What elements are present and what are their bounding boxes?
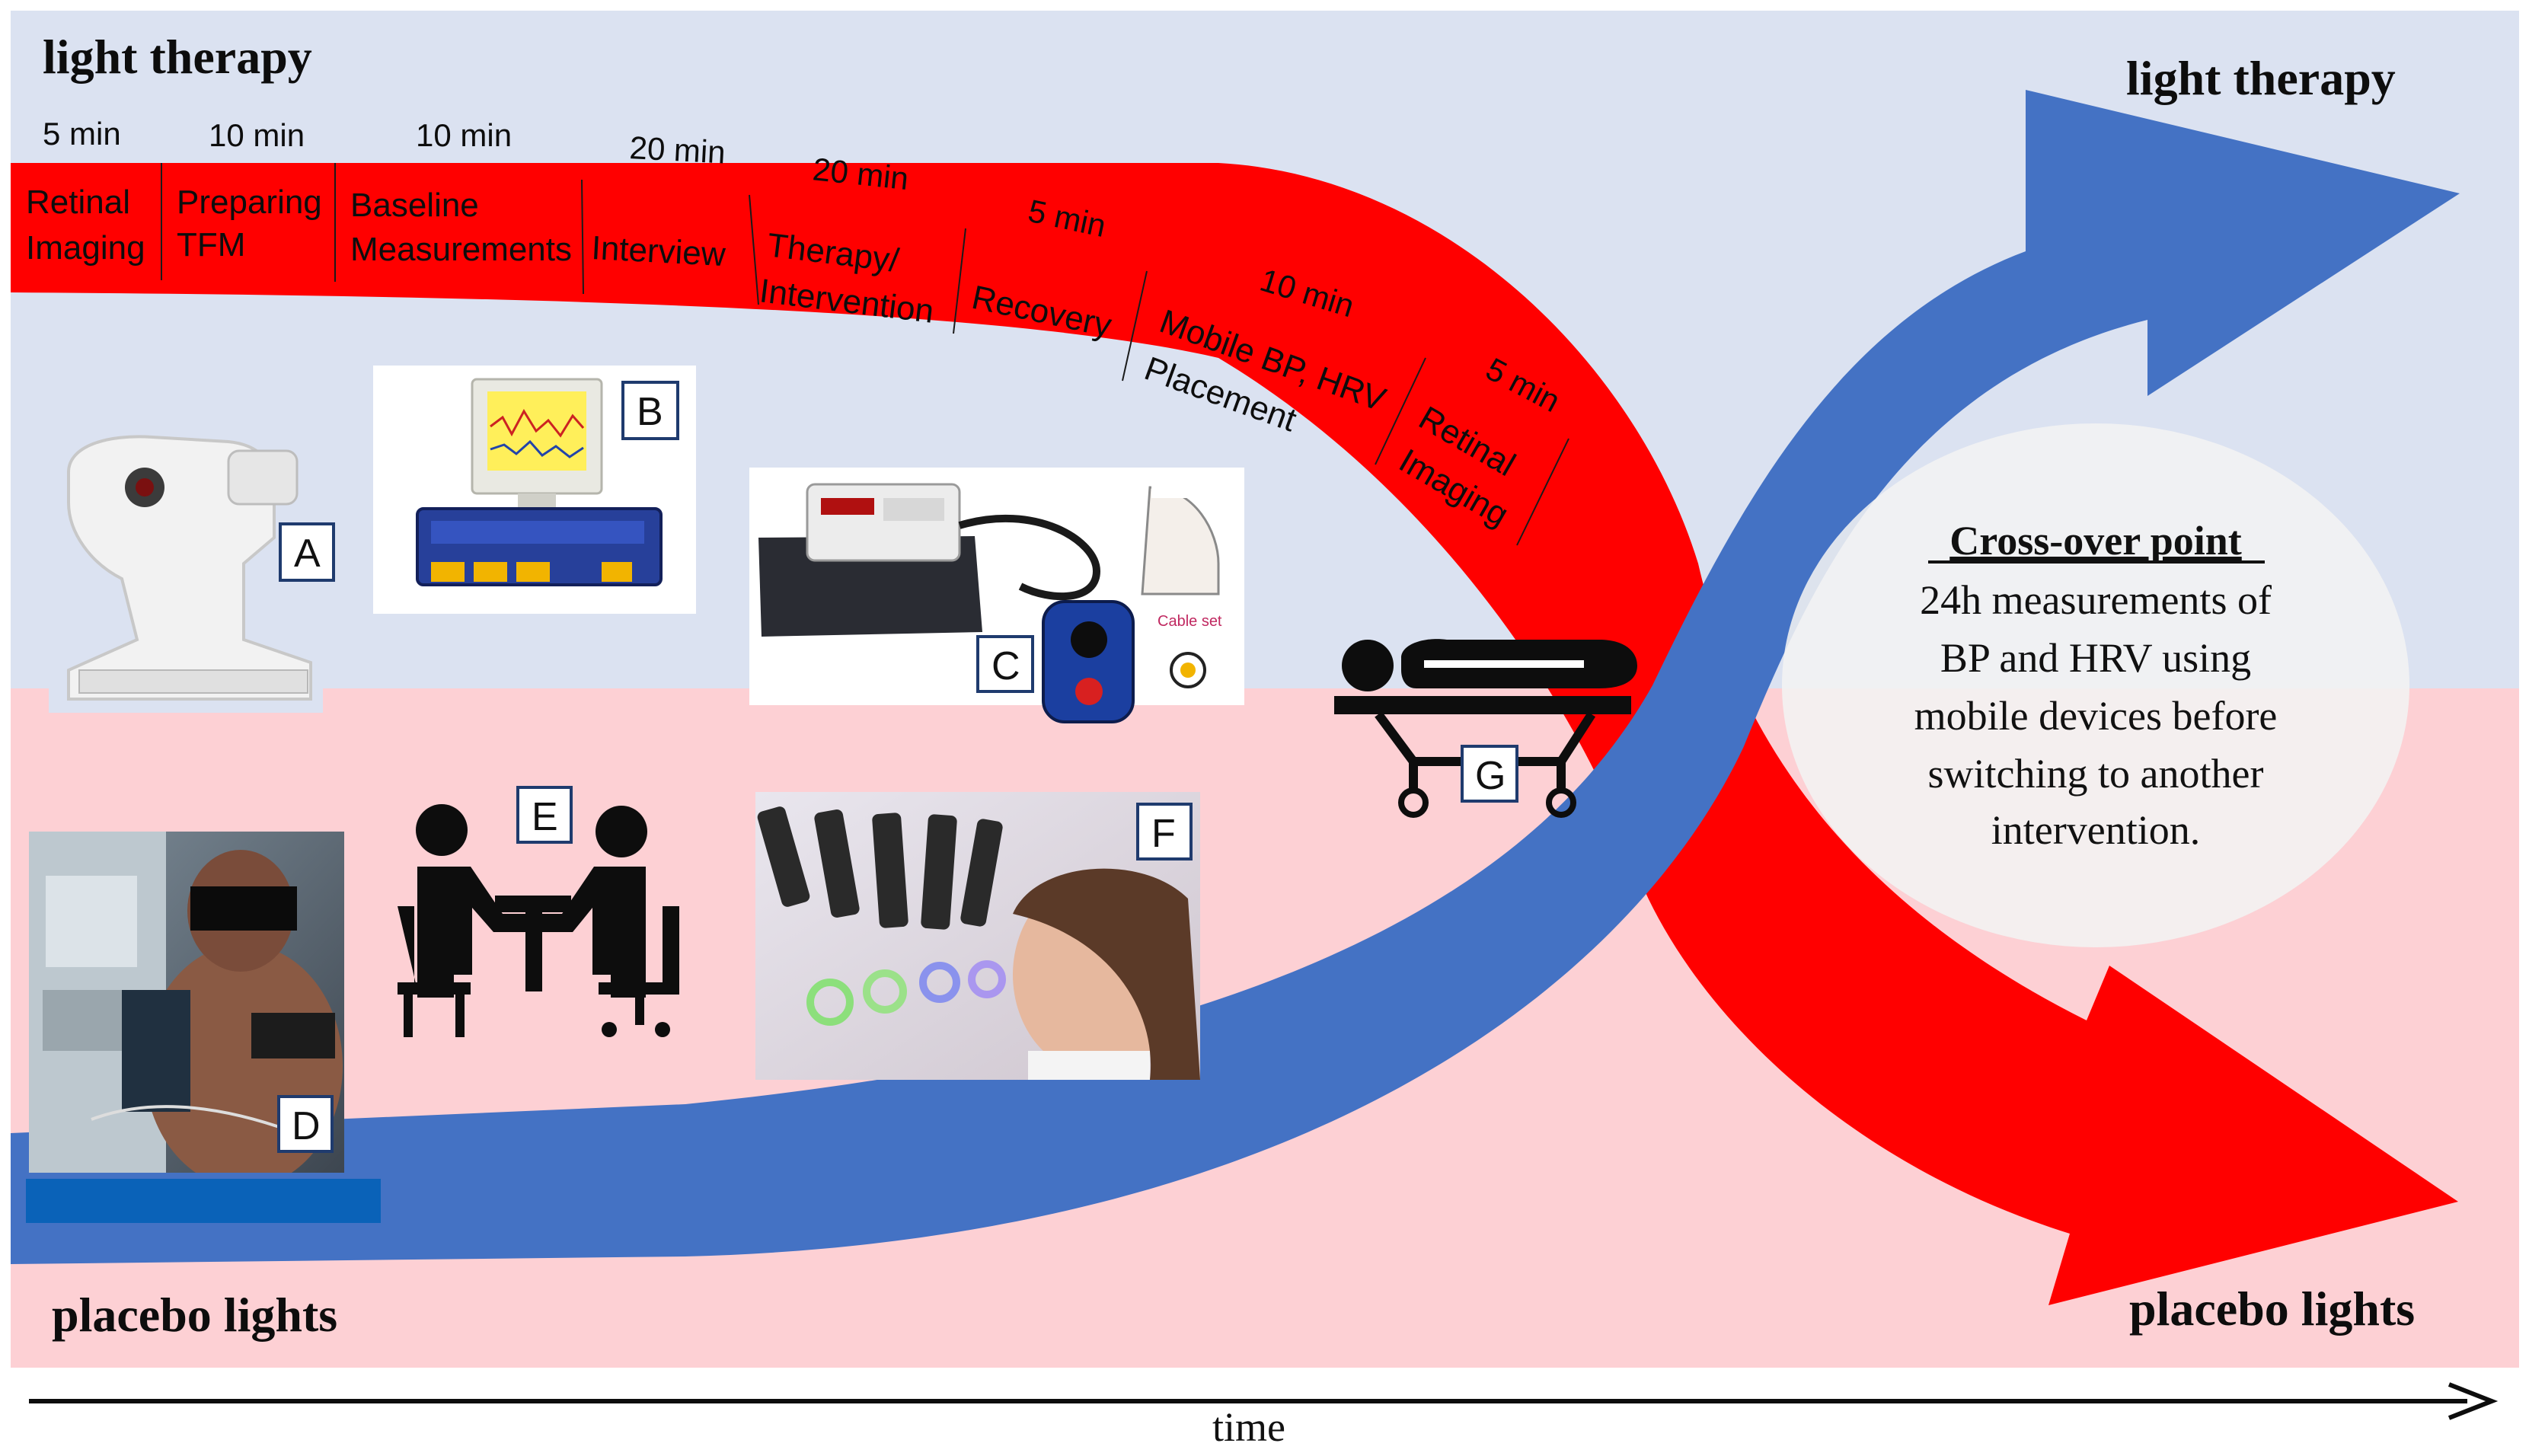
top-right-group-label: light therapy: [2126, 51, 2396, 105]
panel-d-patient-photo: D: [29, 832, 344, 1173]
step-baseline-line1: Baseline: [350, 187, 479, 224]
panel-g-letter: G: [1475, 754, 1506, 798]
panel-e-letter: E: [532, 795, 558, 839]
panel-e-interview-icon: E: [398, 786, 679, 1037]
crossover-line-5: intervention.: [1991, 807, 2200, 853]
crossover-line-3: mobile devices before: [1914, 693, 2278, 739]
panel-a-letter-box: [279, 522, 335, 582]
duration-preparing-tfm: 10 min: [209, 117, 305, 153]
crossover-line-2: BP and HRV using: [1940, 635, 2251, 681]
panel-b-monitoring-device: B: [373, 366, 696, 614]
time-axis-arrowhead: [2448, 1382, 2499, 1420]
blue-timeline-arrow: [11, 90, 2460, 1264]
bottom-right-group-label: placebo lights: [2129, 1282, 2415, 1336]
panel-b-letter-box: [621, 381, 679, 440]
panel-g-stretcher-icon: G: [1334, 639, 1637, 818]
panel-f-letter: F: [1151, 812, 1176, 856]
panel-c-caption: Cable set: [1158, 613, 1222, 630]
step-retinal-imaging-1-line1: Retinal: [26, 184, 130, 221]
placebo-start-bar: [26, 1179, 381, 1223]
panel-d-letter: D: [292, 1104, 321, 1148]
step-baseline-line2: Measurements: [350, 231, 572, 268]
panel-d-letter-box: [277, 1095, 334, 1153]
panel-b-letter: B: [637, 390, 663, 434]
crossover-line-1: 24h measurements of: [1920, 577, 2272, 623]
panel-c-tfm-device: Cable set C: [749, 468, 1244, 723]
red-timeline-arrow: [11, 163, 2458, 1305]
step-interview-line1: Interview: [590, 229, 726, 273]
panel-f-light-therapy-photo: F: [755, 792, 1200, 1080]
crossover-callout: Cross-over point 24h measurements of BP …: [1782, 423, 2409, 947]
panel-f-letter-box: [1136, 803, 1193, 861]
step-preparing-tfm-line2: TFM: [177, 226, 245, 263]
crossover-line-4: switching to another: [1928, 751, 2264, 797]
panel-g-letter-box: [1461, 745, 1518, 803]
duration-retinal-imaging-1: 5 min: [43, 116, 121, 152]
crossover-title: Cross-over point: [1949, 518, 2242, 564]
step-separators: [161, 163, 1569, 546]
panel-a-letter: A: [294, 532, 321, 576]
duration-interview: 20 min: [629, 129, 726, 171]
panel-e-letter-box: [516, 786, 573, 844]
top-left-group-label: light therapy: [43, 30, 312, 84]
time-axis-label: time: [1212, 1404, 1285, 1450]
bottom-left-group-label: placebo lights: [52, 1288, 337, 1342]
panel-c-letter: C: [991, 644, 1020, 688]
panel-d-privacy-bar: [190, 886, 297, 931]
time-axis: time: [29, 1382, 2499, 1450]
panel-c-letter-box: [976, 635, 1034, 693]
duration-baseline: 10 min: [416, 117, 512, 153]
step-preparing-tfm-line1: Preparing: [177, 184, 322, 221]
panel-a-retinal-camera: A: [49, 426, 335, 713]
step-retinal-imaging-1-line2: Imaging: [26, 229, 145, 267]
